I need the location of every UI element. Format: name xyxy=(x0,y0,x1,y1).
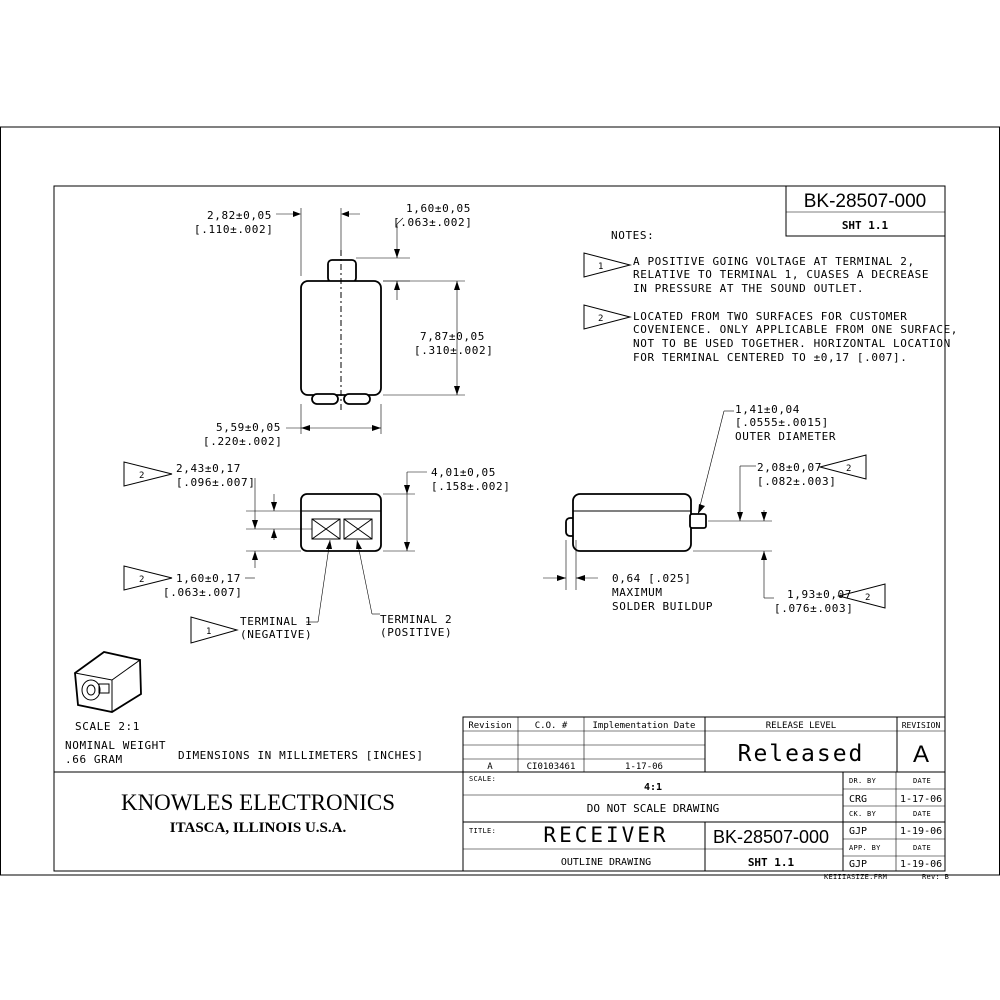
note2-line3: NOT TO BE USED TOGETHER. HORIZONTAL LOCA… xyxy=(633,337,951,350)
note1-line3: IN PRESSURE AT THE SOUND OUTLET. xyxy=(633,282,864,295)
doc-number: BK-28507-000 xyxy=(804,191,927,212)
scale-label: SCALE: xyxy=(469,775,496,783)
ck-date: 1-19-06 xyxy=(900,826,942,837)
no-scale-note: DO NOT SCALE DRAWING xyxy=(587,802,719,815)
front-view: 2,82±0,05 [.110±.002] 1,60±0,05 [.063±.0… xyxy=(194,202,493,448)
app-date-label: DATE xyxy=(913,844,931,852)
rev-row-revision: A xyxy=(487,762,493,772)
dim-4-01-inch: [.158±.002] xyxy=(431,480,510,493)
dim-1-60: 1,60±0,05 xyxy=(406,202,471,215)
dim-1-41-inch: [.0555±.0015] xyxy=(735,416,829,429)
flag-2-a: 2 xyxy=(139,471,144,481)
sheet-bottom: SHT 1.1 xyxy=(748,856,795,869)
terminal-2-polarity: (POSITIVE) xyxy=(380,626,452,639)
flag-2-b: 2 xyxy=(139,575,144,585)
rev-header-date: Implementation Date xyxy=(593,721,696,731)
revision-table: Revision C.O. # Implementation Date A CI… xyxy=(462,716,946,773)
flag-2-c: 2 xyxy=(846,464,851,474)
company-name: KNOWLES ELECTRONICS xyxy=(121,790,395,815)
ck-date-label: DATE xyxy=(913,810,931,818)
note1-line2: RELATIVE TO TERMINAL 1, CUASES A DECREAS… xyxy=(633,268,929,281)
receiver-body-side xyxy=(572,493,692,552)
notes-heading: NOTES: xyxy=(611,229,654,242)
dim-2-08: 2,08±0,07 xyxy=(757,461,822,474)
ck-label: CK. BY xyxy=(849,810,877,818)
revision-value: A xyxy=(913,741,929,768)
weight-value: .66 GRAM xyxy=(65,753,123,766)
rev-header-revision: Revision xyxy=(468,721,511,731)
dim-5-59: 5,59±0,05 xyxy=(216,421,281,434)
note2-line1: LOCATED FROM TWO SURFACES FOR CUSTOMER xyxy=(633,310,907,323)
drawing-border xyxy=(53,185,946,872)
dim-1-93-inch: [.076±.003] xyxy=(774,602,853,615)
dim-0-64-max: MAXIMUM xyxy=(612,586,663,599)
release-level-label: RELEASE LEVEL xyxy=(766,721,836,731)
title-block: KNOWLES ELECTRONICS ITASCA, ILLINOIS U.S… xyxy=(54,771,945,871)
dim-1-93: 1,93±0,07 xyxy=(787,588,852,601)
dim-5-59-inch: [.220±.002] xyxy=(203,435,282,448)
company-location: ITASCA, ILLINOIS U.S.A. xyxy=(170,820,347,836)
flag-1-terminal: 1 xyxy=(206,627,211,637)
ck-name: GJP xyxy=(849,826,867,837)
frame-rev: Rev: B xyxy=(922,873,949,881)
note-flag-1: 1 xyxy=(598,262,603,272)
units-note: DIMENSIONS IN MILLIMETERS [INCHES] xyxy=(178,749,424,762)
dim-1-60b: 1,60±0,17 xyxy=(176,572,241,585)
sheet-number: SHT 1.1 xyxy=(842,219,889,232)
dim-2-82-inch: [.110±.002] xyxy=(194,223,273,236)
drawing-subtitle: OUTLINE DRAWING xyxy=(561,857,651,868)
side-view: 1,41±0,04 [.0555±.0015] OUTER DIAMETER 2… xyxy=(543,403,886,615)
scale-value: 4:1 xyxy=(644,782,662,793)
doc-number-bottom: BK-28507-000 xyxy=(713,827,829,847)
app-date: 1-19-06 xyxy=(900,859,942,870)
flag-2-d: 2 xyxy=(865,593,870,603)
terminal-1-polarity: (NEGATIVE) xyxy=(240,628,312,641)
rev-row-co: CI0103461 xyxy=(527,762,576,772)
dr-date-label: DATE xyxy=(913,777,931,785)
dim-7-87: 7,87±0,05 xyxy=(420,330,485,343)
dim-1-41: 1,41±0,04 xyxy=(735,403,800,416)
drawing-title: RECEIVER xyxy=(543,823,668,847)
app-label: APP. BY xyxy=(849,844,881,852)
dim-2-82: 2,82±0,05 xyxy=(207,209,272,222)
receiver-body-bottom xyxy=(300,493,382,552)
dim-0-64: 0,64 [.025] xyxy=(612,572,691,585)
sound-outlet-nozzle xyxy=(327,259,357,283)
frame-file: KEIIIASIZE.FRM xyxy=(824,873,887,881)
weight-label: NOMINAL WEIGHT xyxy=(65,739,166,752)
dr-name: CRG xyxy=(849,794,867,805)
isometric-view xyxy=(73,651,142,713)
dim-4-01: 4,01±0,05 xyxy=(431,466,496,479)
bottom-view: 2 2,43±0,17 [.096±.007] 4,01±0,05 [.158±… xyxy=(123,461,510,644)
title-label: TITLE: xyxy=(469,827,496,835)
dim-1-41-desc: OUTER DIAMETER xyxy=(735,430,836,443)
doc-number-box: BK-28507-000 SHT 1.1 xyxy=(785,185,946,237)
dim-1-60b-inch: [.063±.007] xyxy=(163,586,242,599)
note1-line1: A POSITIVE GOING VOLTAGE AT TERMINAL 2, xyxy=(633,255,915,268)
rev-row-date: 1-17-06 xyxy=(625,762,663,772)
notes: NOTES: 1 A POSITIVE GOING VOLTAGE AT TER… xyxy=(583,229,958,364)
note2-line2: COVENIENCE. ONLY APPLICABLE FROM ONE SUR… xyxy=(633,323,958,336)
dim-2-08-inch: [.082±.003] xyxy=(757,475,836,488)
note2-line4: FOR TERMINAL CENTERED TO ±0,17 [.007]. xyxy=(633,351,907,364)
note-flag-2: 2 xyxy=(598,314,603,324)
release-level-value: Released xyxy=(738,741,865,767)
dim-7-87-inch: [.310±.002] xyxy=(414,344,493,357)
rev-header-co: C.O. # xyxy=(535,721,568,731)
terminal-side xyxy=(689,513,707,529)
dim-1-60-inch: [.063±.002] xyxy=(393,216,472,229)
dim-2-43-inch: [.096±.007] xyxy=(176,476,255,489)
dr-date: 1-17-06 xyxy=(900,794,942,805)
dim-0-64-desc: SOLDER BUILDUP xyxy=(612,600,713,613)
dim-2-43: 2,43±0,17 xyxy=(176,462,241,475)
dr-label: DR. BY xyxy=(849,777,877,785)
scale-note: SCALE 2:1 xyxy=(75,720,140,733)
app-name: GJP xyxy=(849,859,867,870)
revision-label: REVISION xyxy=(902,721,941,730)
terminal-2-pad xyxy=(343,518,373,540)
terminal-2-label: TERMINAL 2 xyxy=(380,613,452,626)
terminal-1-label: TERMINAL 1 xyxy=(240,615,312,628)
